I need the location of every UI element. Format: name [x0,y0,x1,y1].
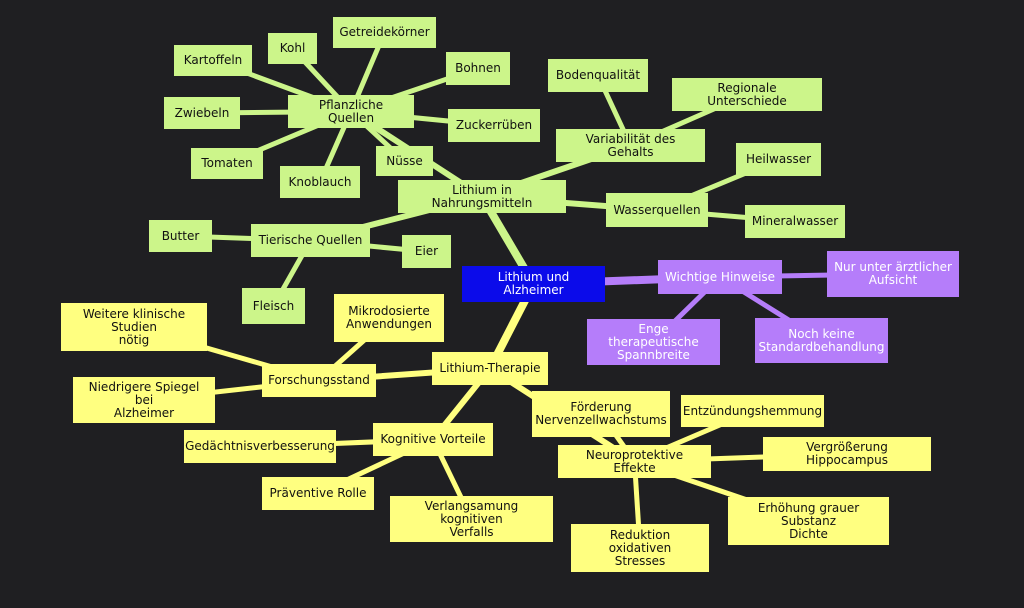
node-animal[interactable]: Tierische Quellen [251,224,370,257]
node-food[interactable]: Lithium in Nahrungsmitteln [398,180,566,213]
node-r1[interactable]: Mikrodosierte Anwendungen [334,294,444,342]
node-v0[interactable]: Bodenqualität [548,59,648,92]
node-h1[interactable]: Noch keine Standardbehandlung [755,318,888,363]
node-n0[interactable]: Förderung Nervenzellwachstums [532,391,670,437]
node-n4[interactable]: Reduktion oxidativen Stresses [571,524,709,572]
node-water[interactable]: Wasserquellen [606,193,708,227]
node-p8[interactable]: Zwiebeln [164,97,240,129]
node-c1[interactable]: Präventive Rolle [262,477,374,510]
node-w0[interactable]: Heilwasser [736,143,821,176]
node-c0[interactable]: Gedächtnisverbesserung [184,430,336,463]
node-n3[interactable]: Erhöhung grauer Substanz Dichte [728,497,889,545]
node-p5[interactable]: Nüsse [376,146,433,176]
node-v1[interactable]: Regionale Unterschiede [672,78,822,111]
node-plant[interactable]: Pflanzliche Quellen [288,95,414,128]
node-a2[interactable]: Fleisch [242,288,305,324]
node-p2[interactable]: Getreidekörner [333,17,436,48]
node-h0[interactable]: Nur unter ärztlicher Aufsicht [827,251,959,297]
node-res[interactable]: Forschungsstand [262,364,376,397]
node-a1[interactable]: Eier [402,235,451,268]
node-n2[interactable]: Vergrößerung Hippocampus [763,437,931,471]
node-cog[interactable]: Kognitive Vorteile [373,423,493,456]
node-p3[interactable]: Bohnen [446,52,510,85]
node-p4[interactable]: Zuckerrüben [448,109,540,142]
node-p6[interactable]: Knoblauch [280,166,360,198]
node-ther[interactable]: Lithium-Therapie [432,352,548,385]
node-var[interactable]: Variabilität des Gehalts [556,129,705,162]
node-r0[interactable]: Weitere klinische Studien nötig [61,303,207,351]
node-neu[interactable]: Neuroprotektive Effekte [558,445,711,478]
node-notes[interactable]: Wichtige Hinweise [658,260,782,294]
node-root[interactable]: Lithium und Alzheimer [462,266,605,302]
node-p0[interactable]: Kartoffeln [174,45,252,76]
node-c2[interactable]: Verlangsamung kognitiven Verfalls [390,496,553,542]
node-r2[interactable]: Niedrigere Spiegel bei Alzheimer [73,377,215,423]
node-p1[interactable]: Kohl [268,33,317,64]
node-a0[interactable]: Butter [149,220,212,252]
node-w1[interactable]: Mineralwasser [745,205,845,238]
node-n1[interactable]: Entzündungshemmung [681,395,824,427]
node-p7[interactable]: Tomaten [191,148,263,179]
node-h2[interactable]: Enge therapeutische Spannbreite [587,319,720,365]
